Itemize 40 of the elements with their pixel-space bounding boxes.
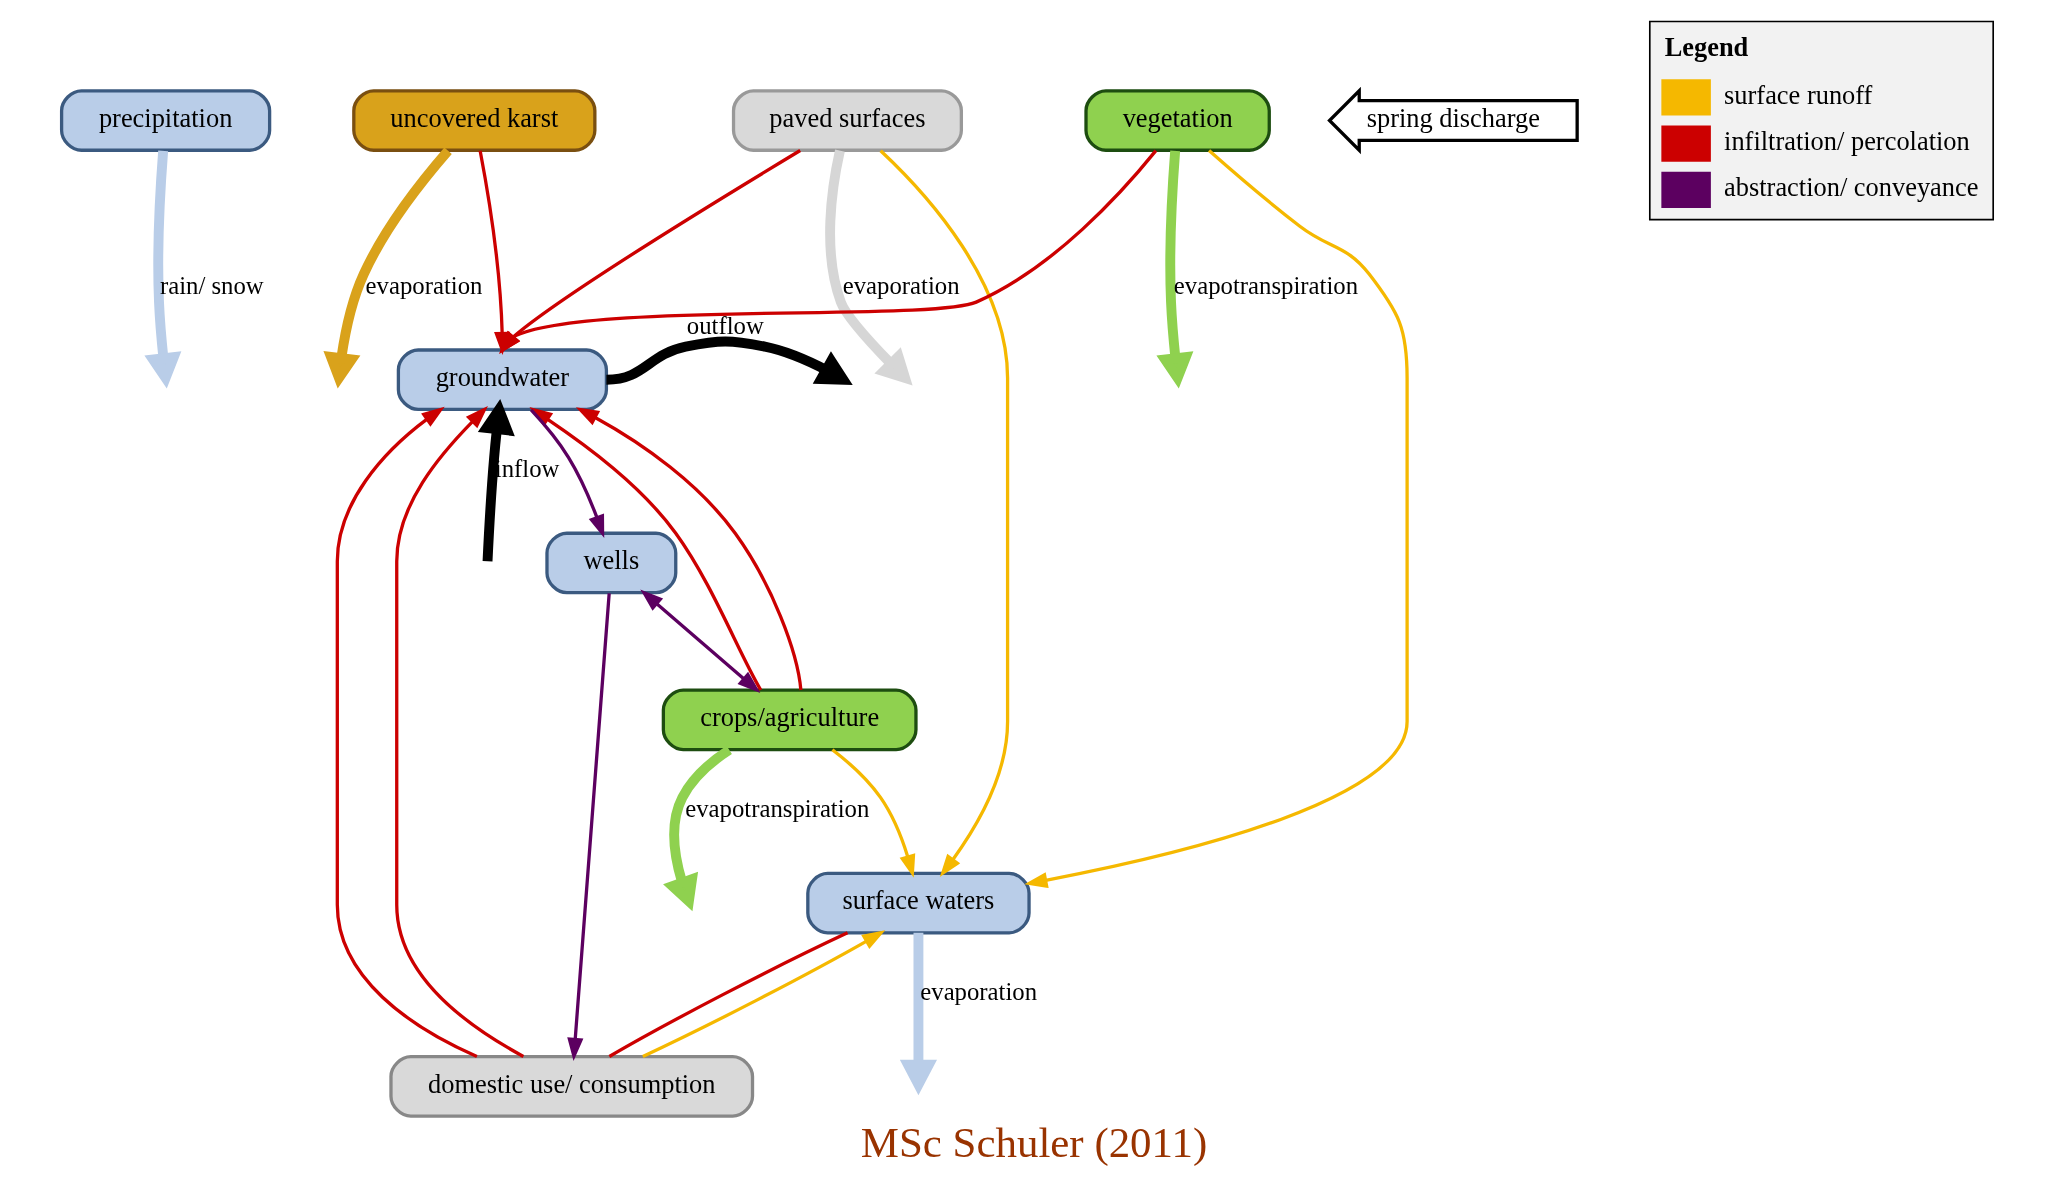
arrow xyxy=(575,407,802,691)
node-box: paved surfaces xyxy=(731,89,963,152)
edge-label: outflow xyxy=(686,311,764,339)
edge-label: evaporation xyxy=(919,978,1037,1006)
arrow xyxy=(605,336,853,385)
edge-label: evaporation xyxy=(842,271,960,299)
arrow xyxy=(394,406,524,1058)
arrow xyxy=(662,745,732,912)
arrow xyxy=(566,593,611,1062)
arrow xyxy=(335,406,478,1058)
label: Legend xyxy=(1664,31,1748,62)
arrow xyxy=(639,589,760,693)
legend-label: infiltration/ percolation xyxy=(1723,125,1970,156)
arrow xyxy=(143,150,181,389)
edge-label: evaporation xyxy=(365,271,482,299)
arrow xyxy=(322,147,452,389)
arrow xyxy=(498,149,1157,354)
arrow xyxy=(1023,149,1409,889)
arrow xyxy=(824,149,913,386)
arrow xyxy=(641,930,885,1058)
caption: MSc Schuler (2011) xyxy=(860,1118,1207,1166)
node-box: wells xyxy=(544,531,677,595)
connector xyxy=(608,931,848,1058)
node-box: uncovered karst xyxy=(351,89,596,152)
node-box: groundwater xyxy=(396,348,608,412)
legend-label: abstraction/ conveyance xyxy=(1723,172,1978,203)
edge-label: evapotranspiration xyxy=(684,795,869,823)
arrow xyxy=(1155,150,1193,389)
arrow xyxy=(879,149,1009,877)
arrow xyxy=(899,932,937,1096)
arrow xyxy=(465,398,515,562)
node-box: surface waters xyxy=(805,871,1031,935)
node-box: crops/agriculture xyxy=(661,688,918,752)
legend-label: surface runoff xyxy=(1723,79,1872,110)
node-box: domestic use/ consumption xyxy=(388,1054,754,1118)
node-box: vegetation xyxy=(1083,89,1271,152)
arrow xyxy=(498,149,801,354)
arrow xyxy=(830,748,915,878)
edge-label: rain/ snow xyxy=(159,271,264,299)
node-box: precipitation xyxy=(59,89,271,152)
